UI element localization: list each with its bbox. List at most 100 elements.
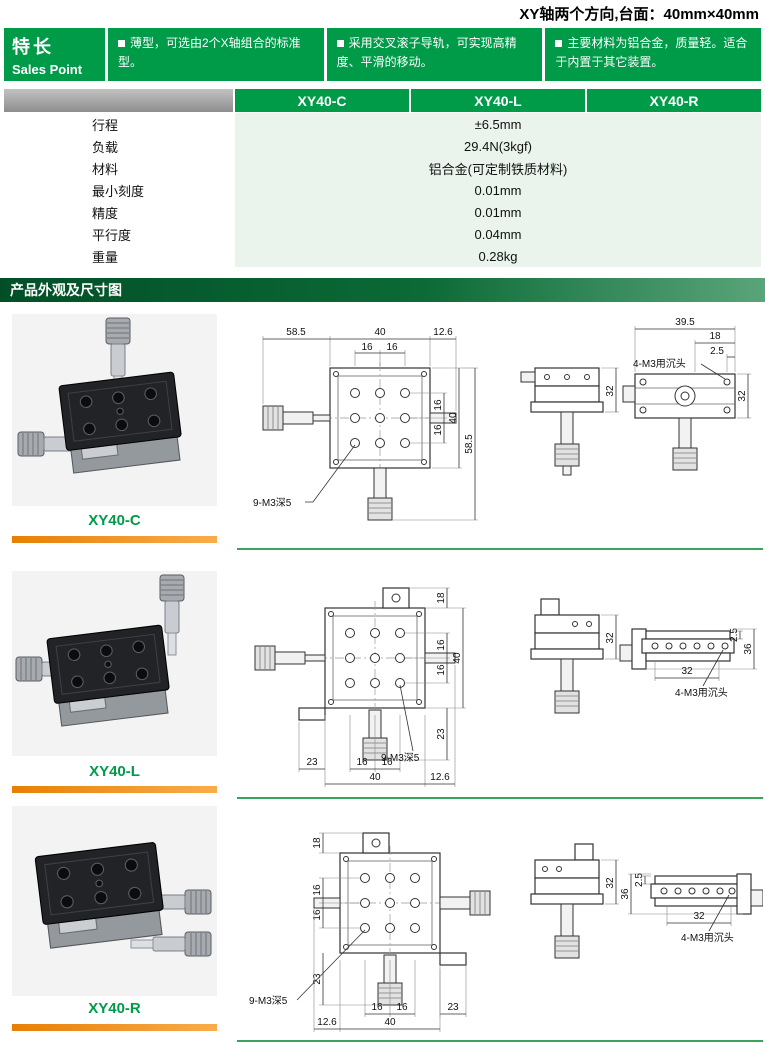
orange-underline [12, 786, 217, 793]
sales-point-bullets: 薄型，可选由2个X轴组合的标准型。 采用交叉滚子导轨，可实现高精度、平滑的移动。… [108, 28, 762, 81]
spec-value: 铝合金(可定制铁质材料) [235, 157, 761, 179]
xy40-c-dimension-drawing: 58.5 40 12.6 16 16 16 16 40 58.5 9-M3深5 [253, 317, 751, 521]
bullet-square-icon [555, 40, 563, 47]
orange-underline [12, 1024, 217, 1031]
dim-front-pitch-b: 16 [386, 342, 398, 353]
holes-label-4m3: 4-M3用沉头 [681, 931, 734, 944]
spec-label: 负载 [4, 135, 235, 157]
dim-front-w-body: 40 [384, 1017, 396, 1028]
model-label-xy40-c: XY40-C [88, 512, 141, 529]
spec-value: 29.4N(3kgf) [235, 135, 761, 157]
front-view: 18 16 16 40 23 16 16 23 40 [254, 587, 466, 787]
spec-label: 重量 [4, 245, 235, 267]
dim-end-width: 32 [693, 911, 705, 922]
dim-end-recess: 2.5 [729, 628, 740, 642]
end-view: 2.5 36 32 4-M3用沉头 [619, 628, 757, 699]
side-view: 32 [530, 843, 619, 959]
dim-front-h-a: 16 [312, 884, 323, 896]
spec-label: 平行度 [4, 223, 235, 245]
table-row: 最小刻度 0.01mm [4, 179, 761, 201]
holes-label-4m3: 4-M3用沉头 [633, 357, 686, 370]
sales-point-title-cn: 特长 [12, 37, 54, 57]
holes-label-9m3: 9-M3深5 [249, 995, 288, 1007]
dim-end-recess: 2.5 [710, 346, 724, 357]
spec-value: 0.01mm [235, 201, 761, 223]
section-title-bar: 产品外观及尺寸图 [0, 278, 765, 302]
holes-label-9m3: 9-M3深5 [381, 752, 420, 764]
bullet-square-icon [336, 40, 344, 47]
dim-front-w-body: 40 [374, 327, 386, 338]
bullet-square-icon [118, 40, 125, 47]
dim-front-h-bottom: 23 [436, 728, 447, 740]
spec-label: 最小刻度 [4, 179, 235, 201]
dim-front-w-left: 58.5 [286, 327, 306, 338]
spec-value: ±6.5mm [235, 113, 761, 135]
spec-table-body: 行程 ±6.5mm 负载 29.4N(3kgf) 材料 铝合金(可定制铁质材料)… [4, 113, 761, 267]
sales-point-header: 特长 Sales Point 薄型，可选由2个X轴组合的标准型。 采用交叉滚子导… [4, 28, 762, 81]
dim-end-recess: 2.5 [634, 873, 645, 887]
dim-front-w-right: 12.6 [430, 772, 450, 783]
spec-value: 0.01mm [235, 179, 761, 201]
table-row: 平行度 0.04mm [4, 223, 761, 245]
dim-front-pitch-b: 16 [381, 757, 393, 768]
model-header-xy40-l: XY40-L [411, 89, 585, 112]
spec-table: XY40-C XY40-L XY40-R 行程 ±6.5mm 负载 29.4N(… [4, 89, 761, 267]
side-view: 32 [530, 598, 619, 714]
dim-front-h-top: 18 [312, 837, 323, 849]
page-top-note: XY轴两个方向,台面：40mm×40mm [519, 6, 759, 23]
side-view: 32 [520, 367, 619, 476]
dim-end-height: 36 [743, 643, 754, 655]
dim-front-h-a: 16 [436, 639, 447, 651]
front-view: 18 16 16 23 16 16 23 40 12.6 [249, 832, 491, 1032]
end-view: 36 2.5 32 4-M3用沉头 [620, 873, 763, 944]
spec-label: 行程 [4, 113, 235, 135]
dim-end-height: 32 [737, 390, 748, 402]
dim-end-width: 32 [681, 666, 693, 677]
sales-point-bullet-1: 薄型，可选由2个X轴组合的标准型。 [108, 28, 324, 81]
table-row: 负载 29.4N(3kgf) [4, 135, 761, 157]
front-view: 58.5 40 12.6 16 16 16 16 40 58.5 9-M3深5 [253, 327, 478, 521]
table-row: 行程 ±6.5mm [4, 113, 761, 135]
table-row: 重量 0.28kg [4, 245, 761, 267]
bullet-text: 薄型，可选由2个X轴组合的标准型。 [118, 36, 301, 69]
model-label-xy40-l: XY40-L [89, 763, 140, 780]
spec-label: 材料 [4, 157, 235, 179]
dim-end-height: 36 [620, 888, 631, 900]
dim-front-h-top: 18 [436, 592, 447, 604]
section-separator [237, 797, 763, 799]
spec-table-header: XY40-C XY40-L XY40-R [4, 89, 761, 112]
dim-front-pitch-b: 16 [396, 1002, 408, 1013]
dim-front-pitch-a: 16 [361, 342, 373, 353]
dim-front-h-a: 16 [433, 399, 444, 411]
section-separator [237, 548, 763, 550]
holes-label-4m3: 4-M3用沉头 [675, 686, 728, 699]
orange-underline [12, 536, 217, 543]
dim-side-height: 32 [605, 877, 616, 889]
model-header-xy40-c: XY40-C [235, 89, 409, 112]
bullet-text: 采用交叉滚子导轨，可实现高精度、平滑的移动。 [336, 36, 517, 69]
dim-front-h-b: 16 [433, 424, 444, 436]
dim-front-w-left: 12.6 [317, 1017, 337, 1028]
sales-point-bullet-2: 采用交叉滚子导轨，可实现高精度、平滑的移动。 [326, 28, 543, 81]
end-view: 39.5 18 2.5 4-M3用沉头 32 [622, 317, 751, 471]
spec-value: 0.28kg [235, 245, 761, 267]
dim-front-h-body: 40 [452, 652, 463, 664]
product-section-xy40-l: XY40-L [0, 553, 765, 800]
holes-label-9m3: 9-M3深5 [253, 497, 292, 509]
xy40-l-photo [12, 571, 217, 756]
dim-front-h-body: 40 [448, 412, 459, 424]
dim-front-h-b: 16 [312, 909, 323, 921]
sales-point-title-en: Sales Point [12, 62, 83, 77]
sales-point-title: 特长 Sales Point [4, 28, 105, 81]
section-separator [237, 1040, 763, 1042]
model-label-xy40-r: XY40-R [88, 1000, 141, 1017]
sales-point-bullet-3: 主要材料为铝合金，质量轻。适合于内置于其它装置。 [545, 28, 762, 81]
model-header-xy40-r: XY40-R [587, 89, 761, 112]
table-row: 精度 0.01mm [4, 201, 761, 223]
dim-front-h-total: 58.5 [464, 434, 475, 454]
dim-front-w-right: 12.6 [433, 327, 453, 338]
spec-value: 0.04mm [235, 223, 761, 245]
dim-front-pitch-a: 16 [371, 1002, 383, 1013]
xy40-l-dimension-drawing: 18 16 16 40 23 16 16 23 40 [254, 587, 757, 787]
